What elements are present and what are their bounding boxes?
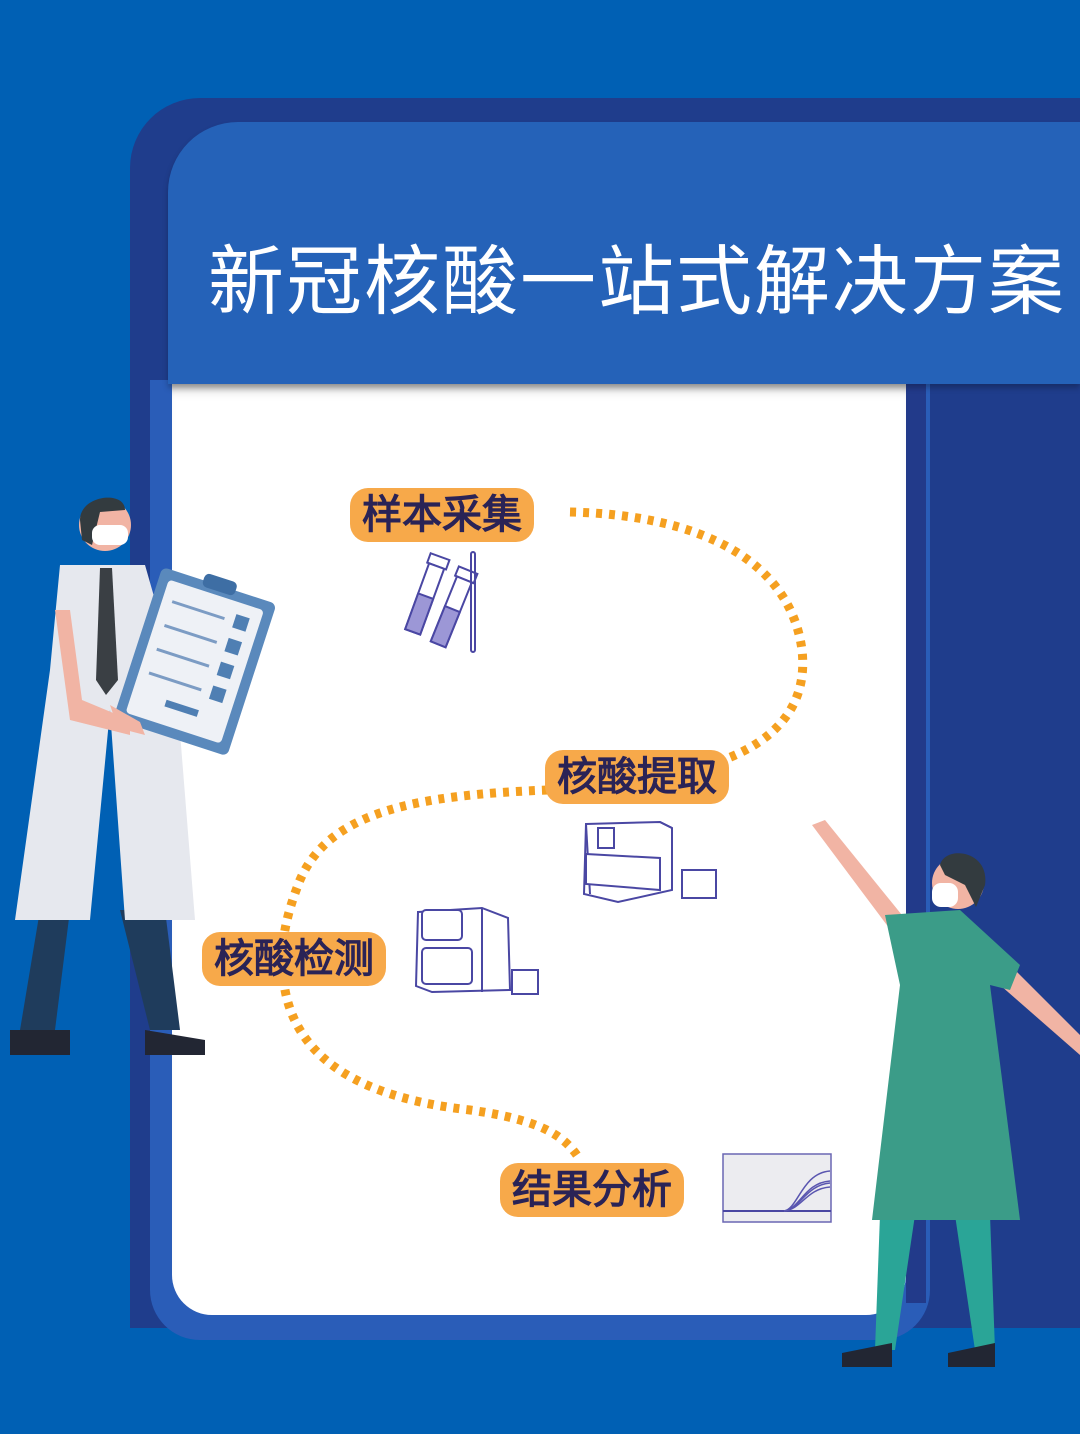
pcr-instrument-icon (414, 906, 539, 995)
step-label-sample-collection: 样本采集 (350, 488, 534, 542)
sample-tubes-icon (403, 551, 479, 653)
step-label-extraction: 核酸提取 (545, 750, 729, 804)
doctor-with-clipboard-figure (10, 497, 275, 1055)
nurse-pointing-figure (812, 820, 1080, 1367)
page-title: 新冠核酸一站式解决方案 (208, 237, 1066, 326)
title-bar: 新冠核酸一站式解决方案 (168, 122, 1080, 384)
step-label-detection: 核酸检测 (202, 932, 386, 986)
amplification-curve-icon (722, 1153, 832, 1223)
step-label-analysis: 结果分析 (500, 1163, 684, 1217)
extraction-instrument-icon (582, 820, 717, 904)
